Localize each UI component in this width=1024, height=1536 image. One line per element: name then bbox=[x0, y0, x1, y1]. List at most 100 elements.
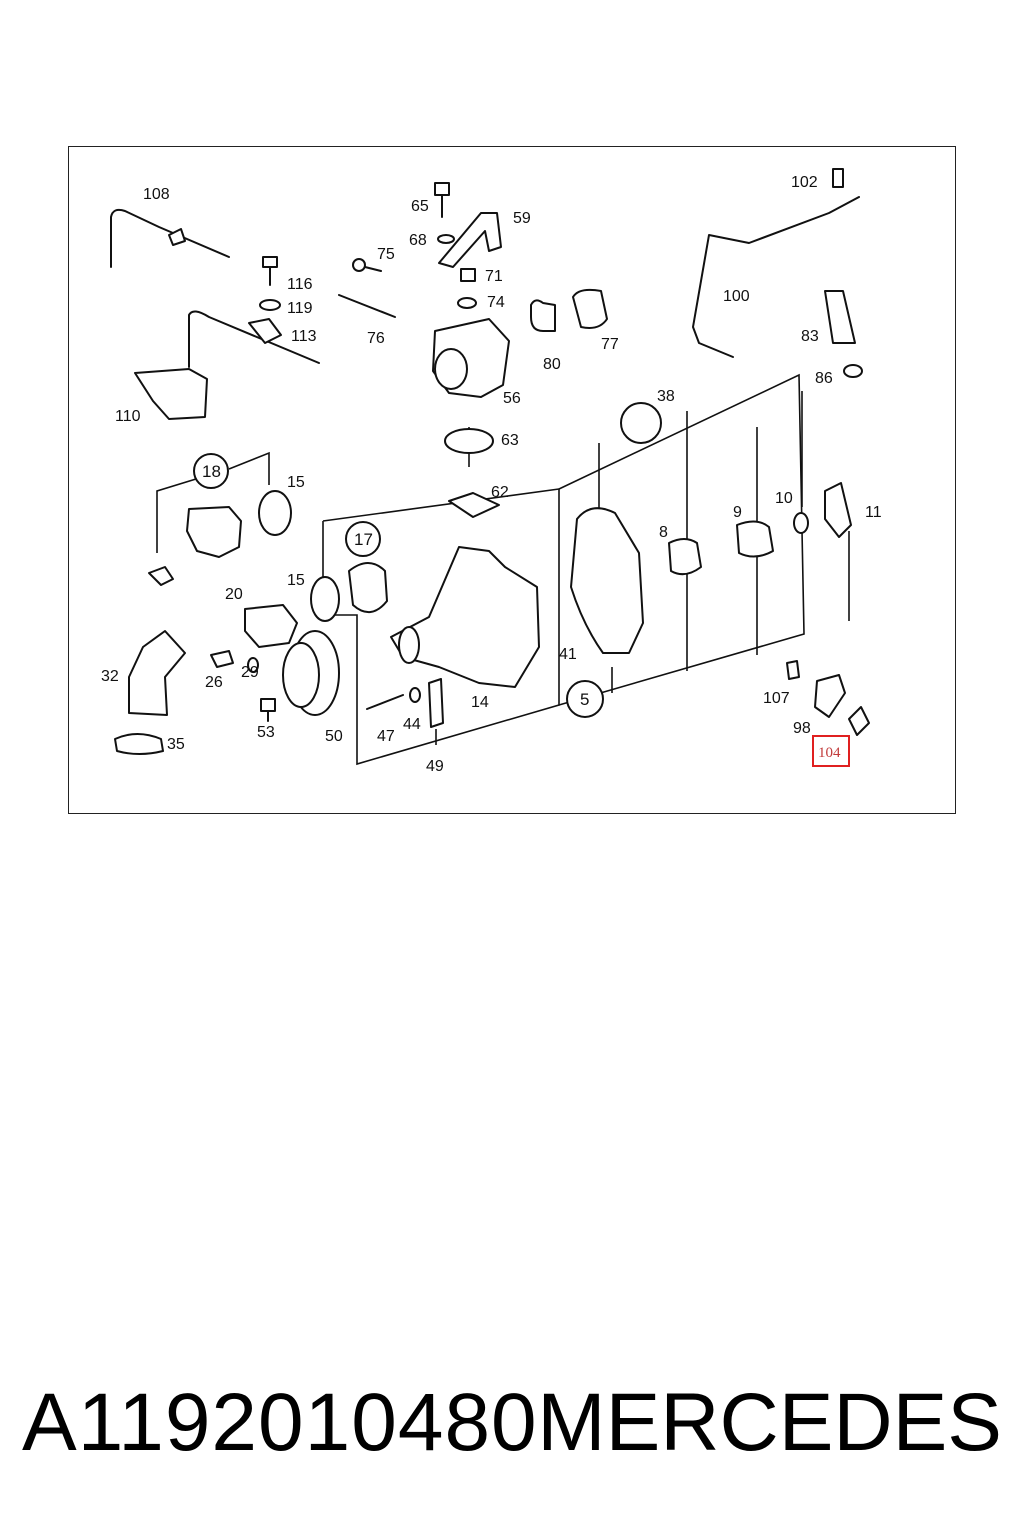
callout-53: 53 bbox=[257, 724, 275, 741]
callout-41: 41 bbox=[559, 646, 577, 663]
callout-5: 5 bbox=[580, 690, 589, 709]
callout-98: 98 bbox=[793, 720, 811, 737]
fitting-98 bbox=[814, 674, 846, 718]
bolt-107 bbox=[786, 660, 800, 680]
ring-10 bbox=[793, 512, 809, 534]
bolt-102 bbox=[832, 168, 844, 188]
callout-10: 10 bbox=[775, 490, 793, 507]
callout-50: 50 bbox=[325, 728, 343, 745]
highlight-box-104[interactable] bbox=[812, 735, 850, 767]
plate-49 bbox=[428, 678, 444, 728]
fitting-8 bbox=[668, 538, 702, 576]
callout-47: 47 bbox=[377, 728, 395, 745]
bolt-75-head bbox=[352, 258, 366, 272]
callout-26: 26 bbox=[205, 674, 223, 691]
callout-63: 63 bbox=[501, 432, 519, 449]
callout-circle-5 bbox=[566, 680, 604, 718]
washer-44 bbox=[409, 687, 421, 703]
cover-18 bbox=[186, 506, 242, 558]
callout-17: 17 bbox=[354, 530, 373, 549]
clip-108 bbox=[168, 228, 186, 246]
callout-circle-18 bbox=[193, 453, 229, 489]
callout-circles bbox=[193, 453, 604, 718]
brand-name: MERCEDES bbox=[537, 1377, 1002, 1468]
oring-63 bbox=[444, 428, 494, 454]
impeller-11 bbox=[824, 482, 852, 538]
callout-119: 119 bbox=[287, 300, 313, 317]
bolt-18 bbox=[148, 566, 174, 586]
callout-14: 14 bbox=[471, 694, 489, 711]
callout-20: 20 bbox=[225, 586, 243, 603]
disk-38 bbox=[620, 402, 662, 444]
callout-86: 86 bbox=[815, 370, 833, 387]
callout-circle-17 bbox=[345, 521, 381, 557]
callout-9: 9 bbox=[733, 504, 742, 521]
callout-80: 80 bbox=[543, 356, 561, 373]
bolt-26 bbox=[210, 650, 234, 668]
callout-15-upper: 15 bbox=[287, 474, 305, 491]
housing-56-port bbox=[434, 348, 468, 390]
part-number: A1192010480 bbox=[22, 1377, 538, 1468]
highlighted-callout[interactable]: 104 bbox=[812, 735, 850, 767]
gasket-41 bbox=[570, 507, 644, 654]
seal-15-lower bbox=[310, 576, 340, 622]
fitting-9 bbox=[736, 520, 774, 558]
callout-74: 74 bbox=[487, 294, 505, 311]
callout-11: 11 bbox=[865, 504, 882, 521]
callout-15-lower: 15 bbox=[287, 572, 305, 589]
callout-102: 102 bbox=[791, 174, 818, 191]
water-pump-body bbox=[390, 546, 540, 688]
callout-108: 108 bbox=[143, 186, 170, 203]
sensor-110 bbox=[134, 368, 208, 420]
callout-65: 65 bbox=[411, 198, 429, 215]
elbow-32 bbox=[128, 630, 186, 716]
callout-83: 83 bbox=[801, 328, 819, 345]
seal-15-upper bbox=[258, 490, 292, 536]
diagram-canvas: 108 65 59 68 75 71 74 116 119 113 76 80 … bbox=[101, 168, 882, 775]
thermostat-17 bbox=[348, 562, 388, 613]
washer-119 bbox=[259, 299, 281, 311]
leader-18b bbox=[228, 451, 270, 485]
callout-49: 49 bbox=[426, 758, 444, 775]
pulley-50-face bbox=[282, 642, 320, 708]
bolt-53-head bbox=[260, 698, 276, 712]
cover-20 bbox=[244, 604, 298, 648]
callout-29: 29 bbox=[241, 664, 259, 681]
washer-29 bbox=[247, 657, 259, 673]
callout-32: 32 bbox=[101, 668, 119, 685]
plug-71 bbox=[460, 268, 476, 282]
callout-59: 59 bbox=[513, 210, 531, 227]
callout-18: 18 bbox=[202, 462, 221, 481]
callout-8: 8 bbox=[659, 524, 668, 541]
callout-110: 110 bbox=[115, 408, 141, 425]
ring-86 bbox=[843, 364, 863, 378]
callout-44: 44 bbox=[403, 716, 421, 733]
clamp-35 bbox=[114, 733, 164, 755]
callout-labels: 108 65 59 68 75 71 74 116 119 113 76 80 … bbox=[101, 174, 882, 775]
callout-76: 76 bbox=[367, 330, 385, 347]
callout-107: 107 bbox=[763, 690, 790, 707]
gasket-62 bbox=[448, 492, 500, 518]
callout-77: 77 bbox=[601, 336, 619, 353]
part-info-footer: A1192010480 MERCEDES bbox=[20, 1368, 1010, 1478]
hose-83 bbox=[824, 290, 856, 344]
bracket-59 bbox=[438, 212, 502, 268]
pipe-100 bbox=[692, 196, 860, 358]
callout-56: 56 bbox=[503, 390, 521, 407]
callout-75: 75 bbox=[377, 246, 395, 263]
water-pump-hub bbox=[398, 626, 420, 664]
callout-62: 62 bbox=[491, 484, 509, 501]
washer-74 bbox=[457, 297, 477, 309]
hose-77 bbox=[572, 288, 608, 329]
bolt-76 bbox=[338, 294, 396, 318]
clamp-80 bbox=[530, 299, 556, 332]
wire-110 bbox=[188, 310, 320, 368]
parts bbox=[110, 168, 870, 755]
gasket-104 bbox=[848, 706, 870, 736]
callout-116: 116 bbox=[287, 276, 313, 293]
washer-68 bbox=[437, 234, 455, 244]
callout-100: 100 bbox=[723, 288, 750, 305]
exploded-parts-diagram: 108 65 59 68 75 71 74 116 119 113 76 80 … bbox=[68, 146, 956, 814]
callout-71: 71 bbox=[485, 268, 503, 285]
callout-35: 35 bbox=[167, 736, 185, 753]
